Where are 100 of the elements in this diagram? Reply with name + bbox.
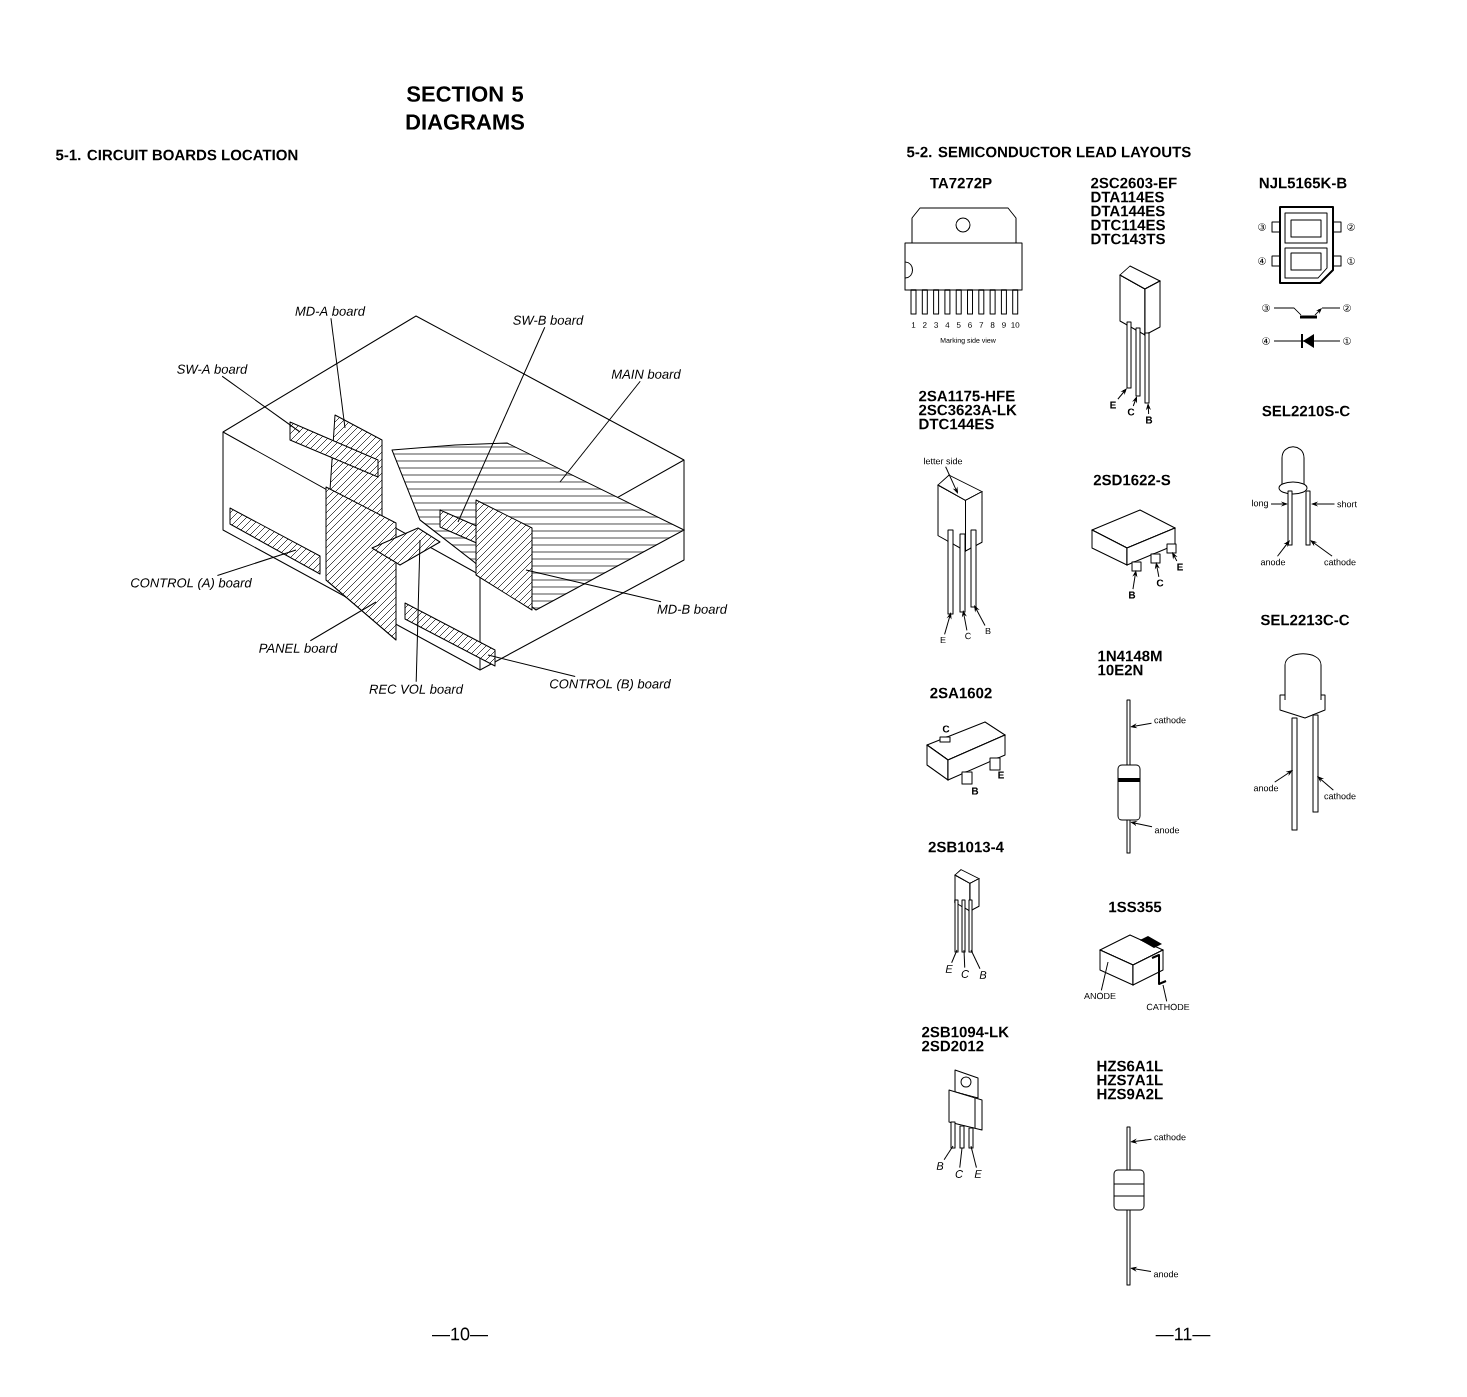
leader-line — [330, 317, 346, 429]
lead-label: C — [961, 970, 970, 978]
part-number: 1N4148M — [1098, 650, 1162, 662]
leader-line — [974, 605, 986, 626]
leader-line — [1117, 388, 1127, 400]
lead-label: C — [1156, 579, 1164, 587]
lead-label: C — [1127, 408, 1135, 416]
lead-label: C — [965, 632, 971, 640]
leader-line — [1132, 570, 1138, 590]
lead-label: E — [940, 636, 946, 644]
lead-label: B — [972, 787, 979, 795]
transistor-drawing — [1119, 265, 1161, 404]
lead-label: E — [1177, 563, 1183, 571]
leader-line — [457, 326, 546, 523]
part-number: 2SA1175-HFE — [919, 390, 1015, 402]
leader-line — [963, 949, 966, 969]
lead-label: ANODE — [1084, 992, 1116, 1000]
lead-label: anode — [1253, 784, 1279, 792]
pin-number: ② — [1347, 223, 1355, 231]
pin-number: 2 — [923, 322, 927, 328]
page-number: —11— — [1155, 1327, 1211, 1341]
leader-line — [559, 380, 641, 483]
lead-label: E — [974, 1170, 982, 1178]
transistor-drawing — [954, 869, 980, 953]
lead-label: B — [979, 971, 987, 979]
leader-line — [1274, 770, 1293, 783]
board-label: CONTROL (A) board — [131, 577, 252, 591]
lead-label: B — [1129, 591, 1136, 599]
leader-line — [943, 1145, 954, 1161]
pin-number: 9 — [1002, 322, 1006, 328]
leader-line — [945, 466, 958, 494]
transistor-drawing — [937, 474, 983, 615]
page-number: —10— — [432, 1327, 488, 1341]
leader-line — [962, 610, 968, 631]
part-number: 2SC3623A-LK — [919, 404, 1017, 416]
lead-label: B — [936, 1162, 944, 1170]
lead-label: cathode — [1324, 558, 1356, 566]
leader-line — [1310, 540, 1333, 557]
lead-label: C — [955, 1170, 964, 1178]
pin-number: 1 — [911, 322, 916, 328]
pin-number: 7 — [979, 322, 984, 328]
leader-line — [216, 549, 297, 576]
pin-number: 10 — [1011, 322, 1020, 328]
pin-number: 3 — [934, 322, 938, 328]
part-number: 1SS355 — [1109, 901, 1162, 913]
lead-label: CATHODE — [1146, 1003, 1190, 1011]
part-number: HZS6A1L — [1097, 1060, 1163, 1072]
section-heading: 5-2. SEMICONDUCTOR LEAD LAYOUTS — [907, 146, 1191, 158]
leader-line — [959, 1147, 963, 1169]
leader-line — [944, 612, 952, 635]
pin-number: 8 — [990, 322, 995, 328]
board-label: PANEL board — [259, 643, 338, 653]
pin-number: ④ — [1262, 337, 1270, 345]
lead-label: B — [985, 627, 991, 635]
lead-label: cathode — [1154, 1133, 1186, 1141]
part-number: DTC143TS — [1091, 233, 1165, 245]
lead-label: anode — [1154, 826, 1180, 834]
leader-line — [970, 949, 981, 970]
part-number: DTC144ES — [919, 418, 994, 430]
part-number: 2SB1013-4 — [928, 841, 1004, 853]
part-number: 2SD2012 — [922, 1040, 984, 1052]
pin-number: ③ — [1262, 304, 1270, 312]
section-heading: 5-1. CIRCUIT BOARDS LOCATION — [56, 149, 298, 161]
part-number: 2SC2603-EF — [1091, 177, 1177, 189]
pin-number: 5 — [956, 322, 961, 328]
board-label: SW-B board — [513, 315, 584, 325]
lead-label: cathode — [1324, 792, 1356, 800]
diode-drawing — [1099, 934, 1167, 986]
lead-label: long — [1252, 499, 1268, 509]
lead-label: letter side — [924, 457, 963, 465]
part-number: 2SD1622-S — [1093, 474, 1171, 486]
leader-line — [1146, 404, 1151, 415]
diode-drawing — [1113, 1126, 1145, 1286]
led-drawing — [1278, 446, 1311, 546]
diode-drawing — [1117, 699, 1141, 854]
board-label: MD-B board — [657, 604, 728, 614]
leader-line — [1130, 722, 1152, 728]
pin-number: ② — [1343, 304, 1351, 312]
leader-line — [970, 1145, 977, 1169]
leader-line — [951, 949, 958, 964]
part-number: SEL2210S-C — [1262, 405, 1350, 417]
led-drawing — [1279, 653, 1326, 831]
board-label: MAIN board — [611, 369, 681, 379]
leader-line — [1312, 502, 1335, 506]
lead-label: anode — [1260, 558, 1286, 566]
leader-line — [1132, 396, 1137, 407]
leader-line — [1270, 502, 1288, 506]
board-label: REC VOL board — [369, 684, 464, 694]
part-number: DTC114ES — [1091, 219, 1165, 231]
part-number: DTA144ES — [1091, 205, 1165, 217]
leader-line — [1172, 552, 1178, 562]
leader-line — [1162, 984, 1168, 1002]
part-number: 10E2N — [1098, 664, 1143, 676]
leader-line — [309, 601, 377, 642]
transistor-drawing — [1091, 509, 1177, 572]
leader-line — [1131, 1138, 1152, 1144]
leader-line — [1100, 961, 1109, 991]
lead-label: C — [942, 725, 950, 733]
leader-line — [415, 539, 421, 683]
board-label: MD-A board — [295, 306, 366, 316]
